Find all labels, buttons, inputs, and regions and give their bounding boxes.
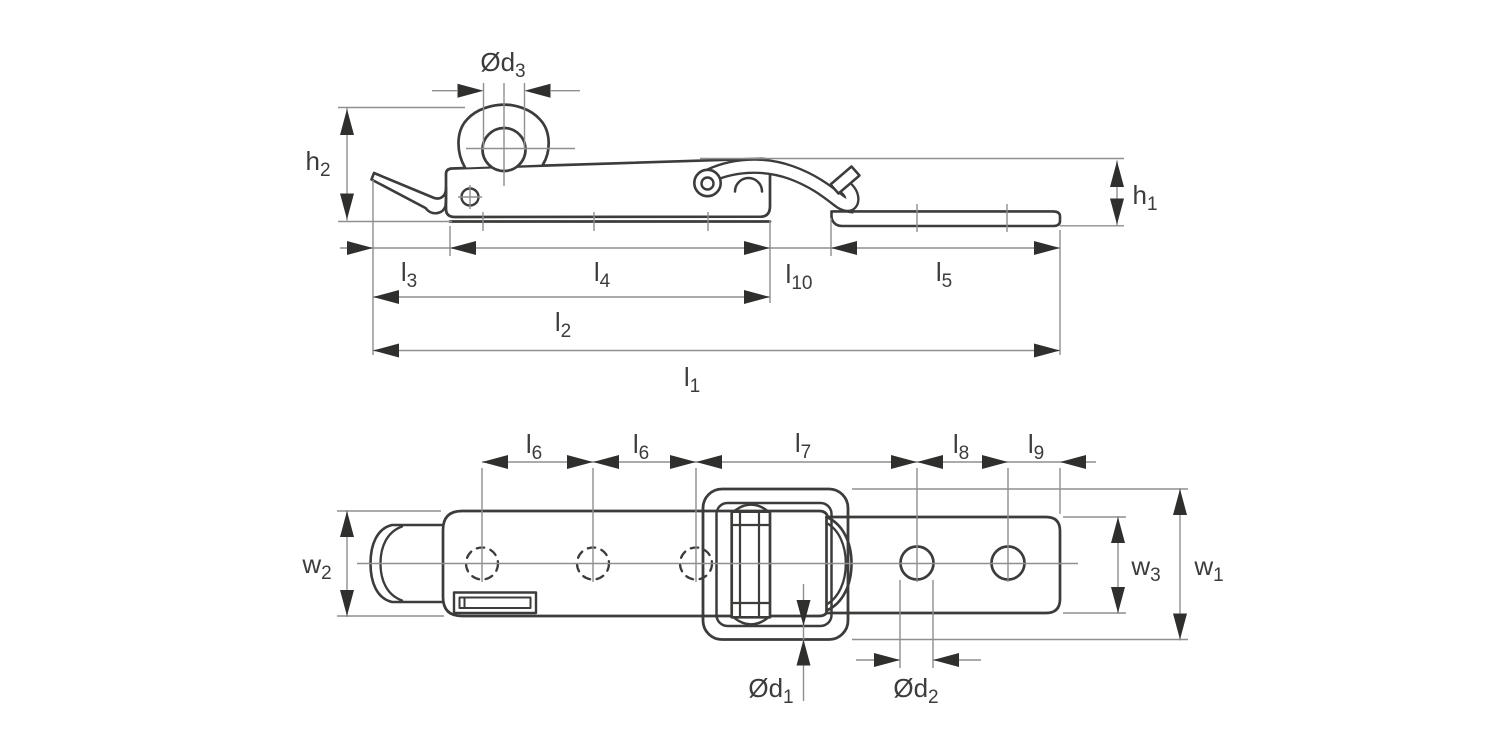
- plan-view-latch: [369, 487, 1062, 641]
- dimension-arrowhead: [1110, 198, 1124, 225]
- dimension-arrowhead: [831, 241, 857, 255]
- dim-label-d2: Ød2: [893, 673, 938, 708]
- plan-roller-end-bottom: [732, 616, 770, 626]
- side-release-tab: [829, 165, 861, 195]
- plan-slot-inner: [458, 596, 532, 609]
- dimension-arrowhead: [373, 290, 399, 304]
- dim-label-d1: Ød1: [748, 673, 793, 708]
- dim-label-l5: l5: [936, 257, 952, 292]
- dim-label-l4: l4: [594, 257, 611, 292]
- plan-bail-inner: [715, 501, 833, 628]
- dimension-arrowhead: [340, 590, 354, 616]
- plan-catch-plate: [825, 515, 1062, 615]
- dimension-arrowhead: [1111, 517, 1125, 543]
- dimension-arrowhead: [670, 455, 696, 469]
- plan-roller-body: [730, 510, 772, 619]
- dim-label-l3: l3: [401, 257, 417, 292]
- dim-label-w3: w3: [1130, 551, 1160, 586]
- plan-roller-lines: [730, 510, 772, 619]
- dimension-arrowhead: [796, 639, 811, 666]
- side-view-latch: [370, 103, 1062, 228]
- dim-label-d3: Ød3: [480, 47, 525, 82]
- dimension-arrowhead: [340, 511, 354, 537]
- dimension-arrowheads: [340, 83, 1187, 667]
- dimension-arrowhead: [1173, 613, 1187, 640]
- dim-label-l9: l9: [1028, 429, 1044, 464]
- dimension-arrowhead: [567, 455, 593, 469]
- dimension-arrowhead: [1173, 489, 1187, 515]
- dimension-arrowhead: [1060, 455, 1086, 469]
- dimension-arrowhead: [891, 455, 917, 469]
- dimension-arrowhead: [373, 343, 399, 358]
- dimension-arrowhead: [593, 455, 619, 469]
- side-catch-plate: [830, 210, 1062, 228]
- plan-slot-outer: [452, 591, 538, 615]
- dimension-arrowhead: [696, 455, 722, 469]
- side-spring-bump: [733, 176, 764, 193]
- dimension-arrowhead: [874, 653, 900, 667]
- plan-bail-outer: [701, 487, 850, 641]
- dimension-arrowhead: [917, 455, 943, 469]
- dimension-arrowhead: [744, 241, 770, 255]
- dimension-arrowhead: [982, 455, 1008, 469]
- dimension-arrowhead: [524, 83, 551, 98]
- dim-label-l7: l7: [795, 428, 811, 463]
- dim-label-l6-a: l6: [526, 429, 542, 464]
- dim-label-h2: h2: [305, 146, 330, 181]
- dimension-arrowhead: [1110, 161, 1124, 187]
- plan-roller-end-top: [732, 503, 770, 513]
- dimension-arrowhead: [796, 600, 811, 626]
- side-wire-eye-inner: [700, 176, 715, 191]
- dim-label-l6-b: l6: [633, 429, 649, 464]
- dimension-arrowhead: [340, 193, 354, 220]
- dim-label-l10: l10: [786, 259, 813, 294]
- dimension-arrowhead: [482, 455, 508, 469]
- side-hook-lever: [370, 171, 448, 215]
- dimension-arrowhead: [1034, 241, 1060, 255]
- dim-label-l1: l1: [684, 362, 700, 397]
- dim-label-l8: l8: [953, 429, 969, 464]
- dimension-labels: Ød3 h2 h1 l3 l4 l10 l5 l2 l1 l6 l6 l7 l8…: [301, 47, 1223, 708]
- dim-label-w1: w1: [1193, 551, 1223, 586]
- dimension-arrowhead: [933, 653, 959, 667]
- dimension-arrowhead: [347, 241, 373, 255]
- dim-label-l2: l2: [555, 307, 571, 342]
- dim-label-w2: w2: [301, 549, 331, 584]
- dimension-arrowhead: [1111, 587, 1125, 613]
- dimension-arrowhead: [340, 109, 354, 135]
- dimension-arrowhead: [450, 241, 476, 255]
- dimension-arrowhead: [744, 290, 770, 304]
- dimension-arrowhead: [1034, 343, 1060, 358]
- dim-label-h1: h1: [1132, 180, 1157, 215]
- dimension-arrowhead: [457, 83, 484, 98]
- side-spring-wire-core: [700, 160, 858, 210]
